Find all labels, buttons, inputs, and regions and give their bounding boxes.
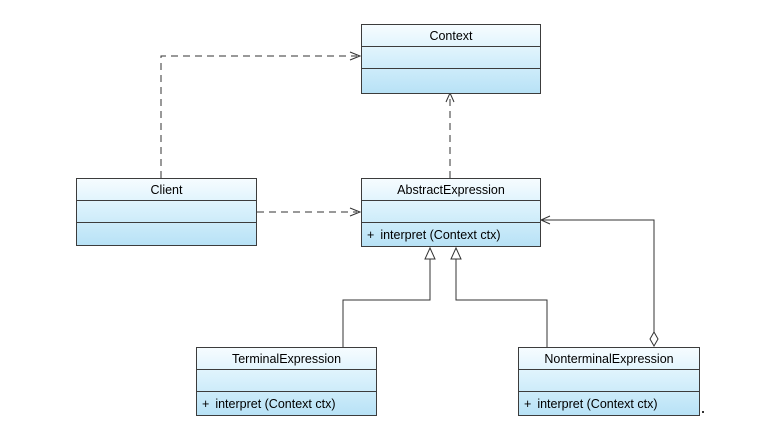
visibility-marker: + (202, 396, 210, 411)
dependency-client-to-abstract-expression (257, 207, 362, 217)
dependency-abstract-expression-to-context (445, 91, 455, 178)
class-nonterminal-expression[interactable]: NonterminalExpression + interpret (Conte… (518, 347, 700, 416)
attributes-compartment (77, 201, 256, 223)
operations-compartment: + interpret (Context ctx) (197, 392, 376, 415)
class-abstract-expression[interactable]: AbstractExpression + interpret (Context … (361, 178, 541, 247)
corner-mark (702, 411, 704, 413)
attributes-compartment (362, 47, 540, 69)
operation-signature: interpret (Context ctx) (380, 227, 501, 242)
attributes-compartment (519, 370, 699, 392)
operation-signature: interpret (Context ctx) (215, 396, 336, 411)
operations-compartment: + interpret (Context ctx) (362, 223, 540, 246)
operation-signature: interpret (Context ctx) (537, 396, 658, 411)
class-name: Client (77, 179, 256, 201)
class-name: TerminalExpression (197, 348, 376, 370)
operations-compartment (362, 69, 540, 93)
class-context[interactable]: Context (361, 24, 541, 94)
operations-compartment: + interpret (Context ctx) (519, 392, 699, 415)
class-terminal-expression[interactable]: TerminalExpression + interpret (Context … (196, 347, 377, 416)
visibility-marker: + (367, 227, 375, 242)
attributes-compartment (197, 370, 376, 392)
class-name: NonterminalExpression (519, 348, 699, 370)
class-client[interactable]: Client (76, 178, 257, 246)
dependency-client-to-context (160, 51, 362, 178)
generalization-terminal-expression (342, 246, 436, 347)
visibility-marker: + (524, 396, 532, 411)
class-name: Context (362, 25, 540, 47)
generalization-nonterminal-expression (450, 246, 548, 347)
aggregation-nonterminal-to-abstract (539, 215, 659, 348)
operations-compartment (77, 223, 256, 245)
attributes-compartment (362, 201, 540, 223)
class-name: AbstractExpression (362, 179, 540, 201)
